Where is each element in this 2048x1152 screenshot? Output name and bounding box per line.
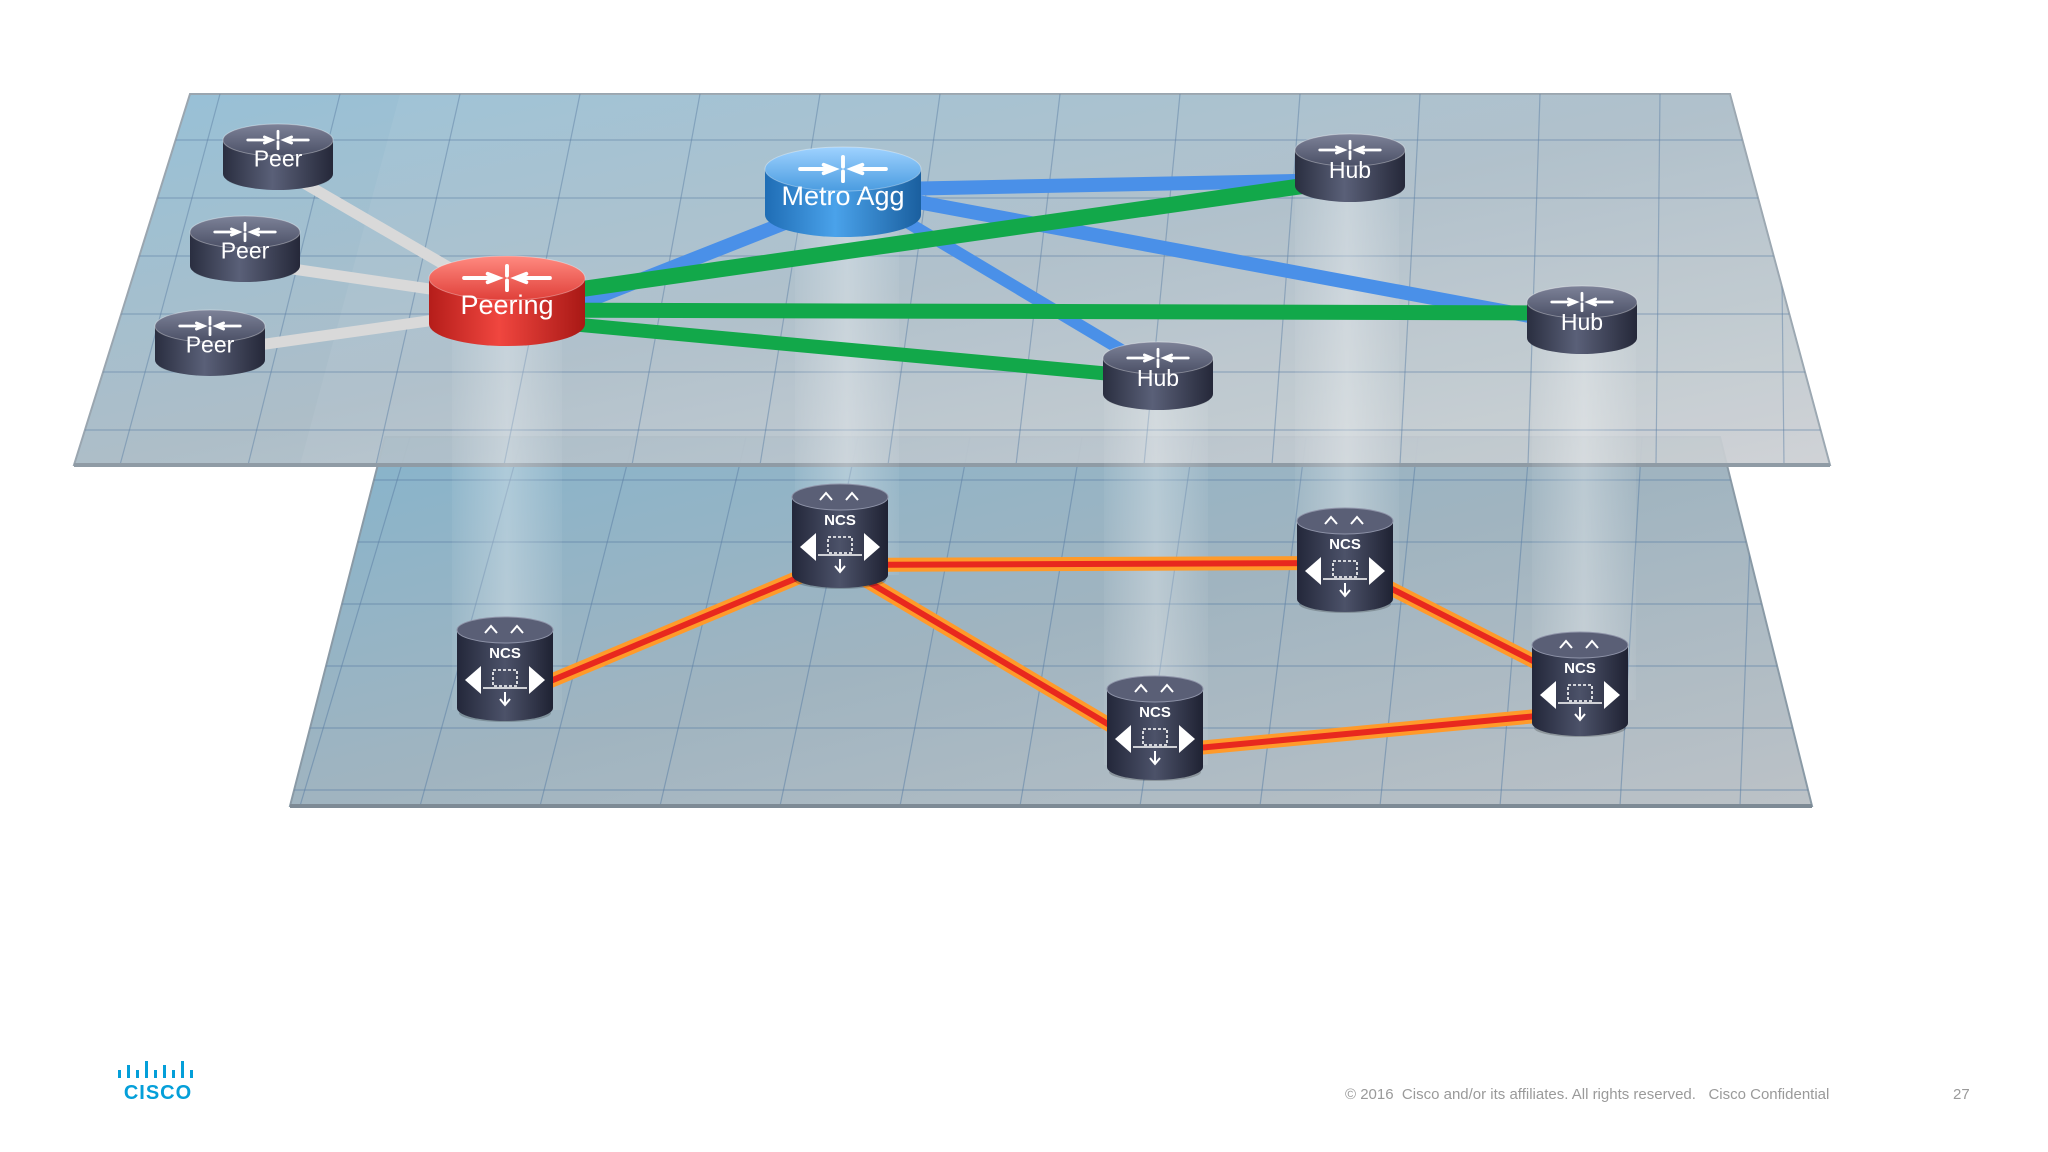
router-arrows-icon [213,221,277,243]
cisco-logo-text: CISCO [123,1082,193,1104]
ncs-optical-icon [800,491,880,574]
copyright-text: © 2016 Cisco and/or its affiliates. All … [1345,1086,1830,1103]
router-arrows-icon [1126,347,1190,369]
cisco-logo: CISCO [116,1060,200,1104]
router-arrows-icon [1318,139,1382,161]
peering-router: Peering [428,255,586,346]
peer-router-1: Peer [222,123,334,190]
ncs-node-1-label: NCS [489,645,521,662]
cisco-bars-icon [118,1061,193,1078]
peer-router-3: Peer [154,309,266,376]
ncs-node-5: NCS [1531,631,1629,737]
ncs-node-3-label: NCS [1329,536,1361,553]
metro-agg-router-label: Metro Agg [781,181,904,211]
peer-router-3-label: Peer [186,332,235,358]
router-arrows-icon [178,315,242,337]
green-link-peering-hub2 [498,311,1162,385]
ncs-node-5-label: NCS [1564,660,1596,677]
router-arrows-icon [462,263,552,293]
ncs-optical-icon [465,624,545,707]
ncs-node-4: NCS [1106,675,1204,781]
ncs-node-4-label: NCS [1139,704,1171,721]
ncs-optical-icon [1305,515,1385,598]
ncs-nodes: NCS NCS NCS NCS NCS [456,483,1629,781]
hub-router-2: Hub [1102,341,1214,410]
hub-router-2-label: Hub [1137,365,1179,391]
ip-links [204,162,1586,385]
ncs-node-2-label: NCS [824,512,856,529]
router-arrows-icon [1550,291,1614,313]
ncs-optical-icon [1540,639,1620,722]
optical-link-2-4 [833,558,1162,759]
router-arrows-icon [246,129,310,151]
hub-router-3: Hub [1526,285,1638,354]
hub-router-1: Hub [1294,133,1406,202]
optical-link-1-2 [498,553,847,707]
ncs-node-3: NCS [1296,507,1394,613]
ncs-node-1: NCS [456,616,554,722]
blue-link-metro-hub2 [864,194,1161,376]
router-arrows-icon [798,154,888,184]
blue-link-metro-hub1 [836,173,1352,197]
green-link-peering-hub1 [497,172,1353,308]
peer-router-1-label: Peer [254,146,303,172]
metro-agg-router: Metro Agg [764,146,922,237]
optical-link-4-5 [1148,705,1587,759]
hub-router-3-label: Hub [1561,309,1603,335]
peer-router-2: Peer [189,215,301,282]
blue-link-metro-hub3 [873,188,1585,332]
green-link-peering-hub3 [497,302,1586,321]
ncs-node-2: NCS [791,483,889,589]
peer-router-2-label: Peer [221,238,270,264]
page-number: 27 [1953,1086,1970,1103]
peering-router-label: Peering [460,290,553,320]
optical-link-2-3 [833,556,1352,572]
optical-layer-plane [288,436,1814,808]
ncs-optical-icon [1115,683,1195,766]
hub-router-1-label: Hub [1329,157,1371,183]
